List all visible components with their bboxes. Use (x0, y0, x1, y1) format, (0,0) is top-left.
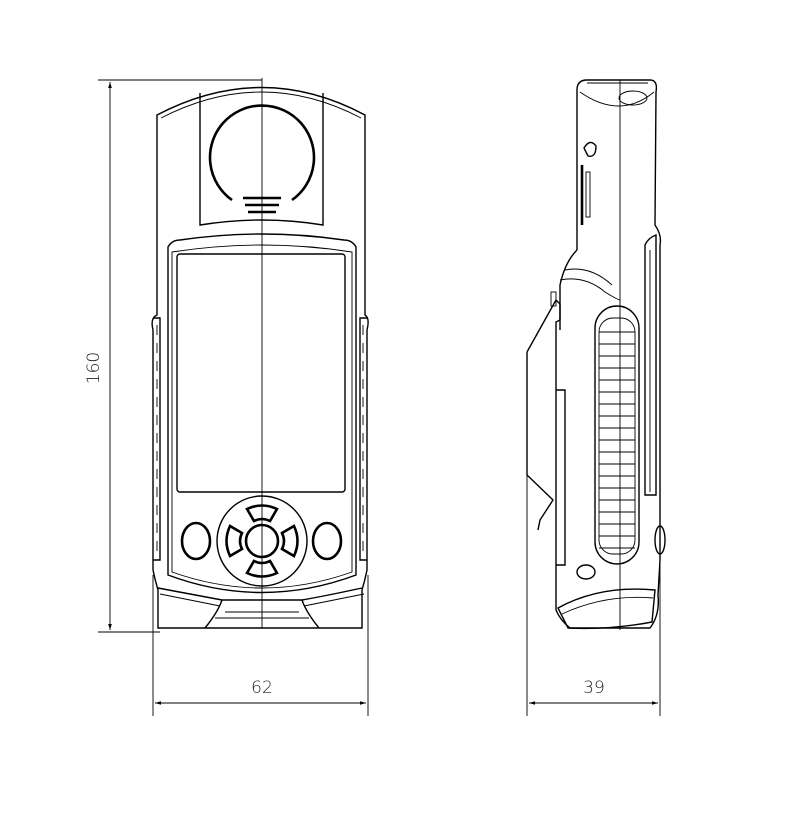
side-width-label: 39 (583, 678, 605, 698)
side-button[interactable] (583, 141, 597, 157)
right-grip (359, 317, 367, 561)
side-upper-outline (576, 79, 662, 250)
front-view (151, 78, 369, 629)
down-button[interactable] (245, 559, 279, 578)
right-button[interactable] (311, 521, 343, 561)
right-dpad-button[interactable] (280, 524, 299, 558)
bottom-cap (157, 587, 365, 629)
up-button[interactable] (245, 504, 279, 523)
left-grip (153, 317, 161, 561)
height-label: 160 (84, 352, 104, 384)
side-lower-outline (555, 245, 661, 629)
front-width-dimension: 62 (152, 575, 369, 716)
left-button[interactable] (180, 521, 212, 561)
side-vent-grille (594, 305, 640, 565)
screen-bezel (167, 233, 357, 594)
side-width-dimension: 39 (526, 352, 661, 716)
height-dimension: 160 (84, 79, 262, 633)
side-view (526, 79, 666, 630)
front-width-label: 62 (251, 678, 273, 698)
display-screen (176, 253, 346, 493)
side-bottom-button[interactable] (654, 525, 666, 555)
side-foot (557, 588, 656, 630)
front-body-outline (151, 86, 369, 629)
belt-clip (526, 291, 566, 566)
left-dpad-button[interactable] (225, 524, 244, 558)
